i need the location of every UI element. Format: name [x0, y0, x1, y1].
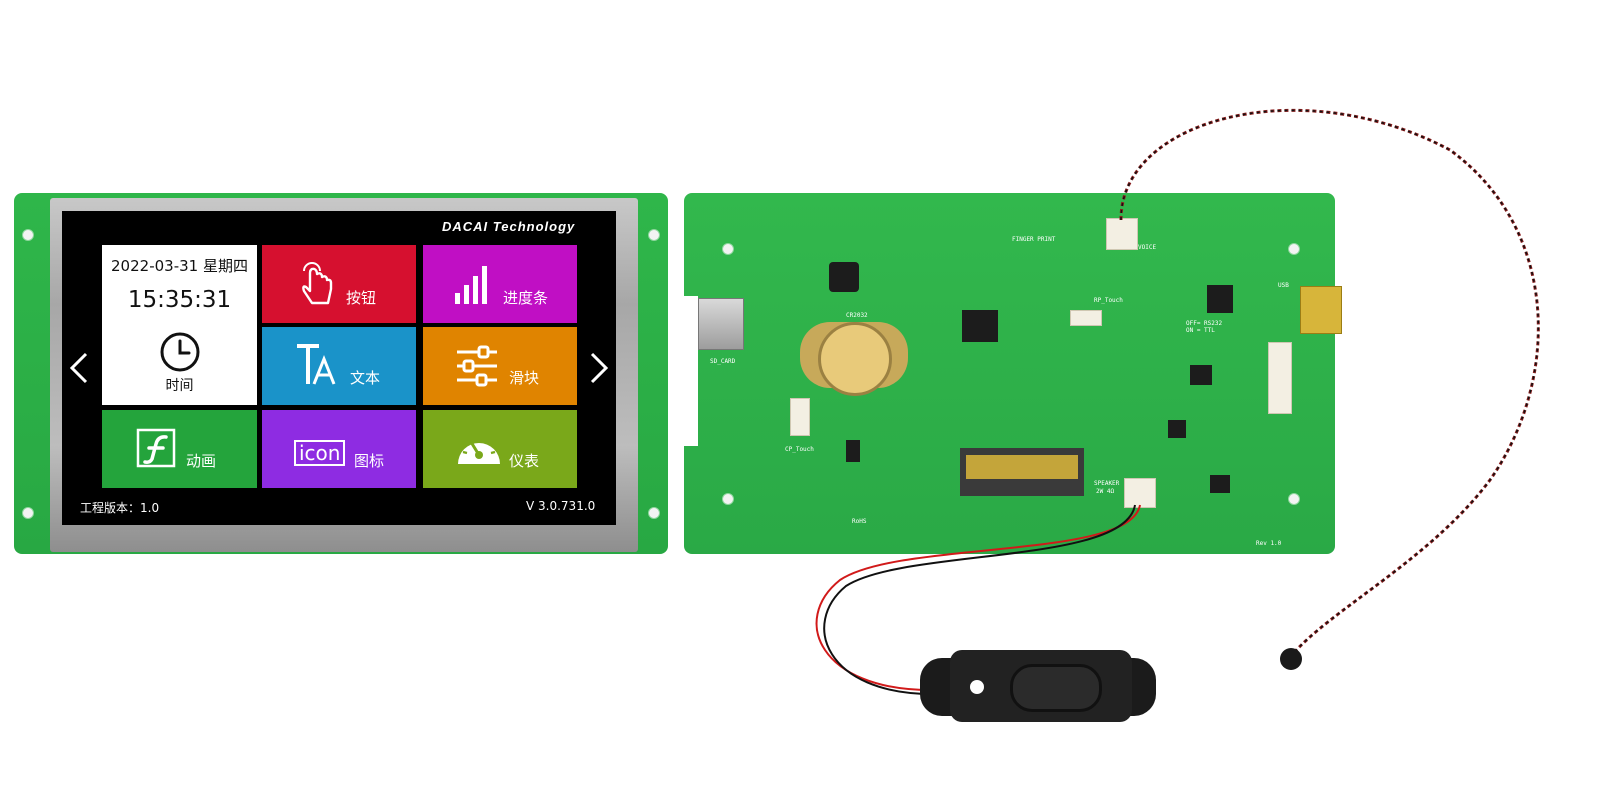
ffc-contacts: [966, 455, 1078, 479]
tile-text[interactable]: 文本: [262, 327, 416, 405]
tile-gauge-label: 仪表: [509, 452, 540, 470]
silk-rp-touch: RP_Touch: [1094, 297, 1123, 304]
mount-hole: [722, 243, 734, 255]
buzzer: [829, 262, 859, 292]
cp-touch-connector: [790, 398, 810, 436]
ic-chip: [1190, 365, 1212, 385]
gauge-icon: [458, 436, 500, 464]
mount-hole: [1288, 243, 1300, 255]
silk-rohs: RoHS: [852, 518, 867, 525]
next-page-arrow-icon[interactable]: [588, 352, 610, 384]
pin-header: [1268, 342, 1292, 414]
mount-hole: [1288, 493, 1300, 505]
silk-speaker-rating: 2W 4Ω: [1096, 488, 1115, 495]
speaker-diaphragm: [1010, 664, 1102, 712]
mount-hole: [648, 507, 660, 519]
text-icon: [297, 344, 336, 385]
ic-chip: [1207, 285, 1233, 313]
speaker-connector: [1124, 478, 1156, 508]
speaker-mount-hole: [970, 680, 984, 694]
silk-ttl: ON = TTL: [1186, 327, 1215, 334]
silk-voice: VOICE: [1138, 244, 1157, 251]
mount-hole: [648, 229, 660, 241]
tile-button[interactable]: 按钮: [262, 245, 416, 323]
silk-rs232: OFF= RS232: [1186, 320, 1223, 327]
prev-page-arrow-icon[interactable]: [68, 352, 90, 384]
silk-usb: USB: [1278, 282, 1289, 289]
silk-cp-touch: CP_Touch: [785, 446, 814, 453]
tile-animation-label: 动画: [186, 452, 217, 470]
tile-animation[interactable]: 动画: [102, 410, 257, 488]
tile-icon-label: 图标: [354, 452, 385, 470]
clock-label: 时间: [165, 378, 194, 394]
ic-chip: [1168, 420, 1186, 438]
ic-chip: [846, 440, 860, 462]
time-text: 15:35:31: [127, 287, 232, 313]
microphone: [1280, 648, 1302, 670]
tile-progress-label: 进度条: [503, 289, 549, 307]
silk-speaker: SPEAKER: [1094, 480, 1120, 487]
brand-label: DACAI Technology: [442, 219, 576, 234]
clock-icon: [160, 332, 200, 372]
project-version: 工程版本：1.0: [80, 501, 160, 515]
silk-cr2032: CR2032: [846, 312, 868, 319]
mount-hole: [722, 493, 734, 505]
tile-slider[interactable]: 滑块: [423, 327, 577, 405]
date-text: 2022-03-31 星期四: [111, 257, 248, 275]
silk-finger-print: FINGER PRINT: [1012, 236, 1056, 243]
sd-card-slot: [698, 298, 744, 350]
hand-touch-icon: [302, 262, 333, 305]
tile-slider-label: 滑块: [509, 369, 540, 387]
rp-touch-connector: [1070, 310, 1102, 326]
firmware-version: V 3.0.731.0: [526, 499, 596, 513]
silk-revision: Rev 1.0: [1256, 540, 1282, 547]
tile-button-label: 按钮: [346, 289, 377, 307]
tile-icon[interactable]: icon 图标: [262, 410, 416, 488]
silk-sd-card: SD_CARD: [710, 358, 736, 365]
mount-hole: [22, 507, 34, 519]
usb-port: [1300, 286, 1342, 334]
mount-hole: [22, 229, 34, 241]
clock-tile[interactable]: 2022-03-31 星期四 15:35:31 时间: [102, 245, 257, 405]
icon-label-icon: icon: [294, 440, 346, 466]
bar-chart-icon: [455, 266, 487, 304]
slider-icon: [457, 345, 497, 387]
inductor: [1210, 475, 1230, 493]
coin-cell: [818, 322, 892, 396]
mcu-chip: [962, 310, 998, 342]
board-cutout: [668, 296, 698, 446]
voice-connector: [1106, 218, 1138, 250]
tile-text-label: 文本: [350, 369, 381, 387]
tile-gauge[interactable]: 仪表: [423, 410, 577, 488]
flash-icon: [136, 428, 176, 468]
tile-progress[interactable]: 进度条: [423, 245, 577, 323]
